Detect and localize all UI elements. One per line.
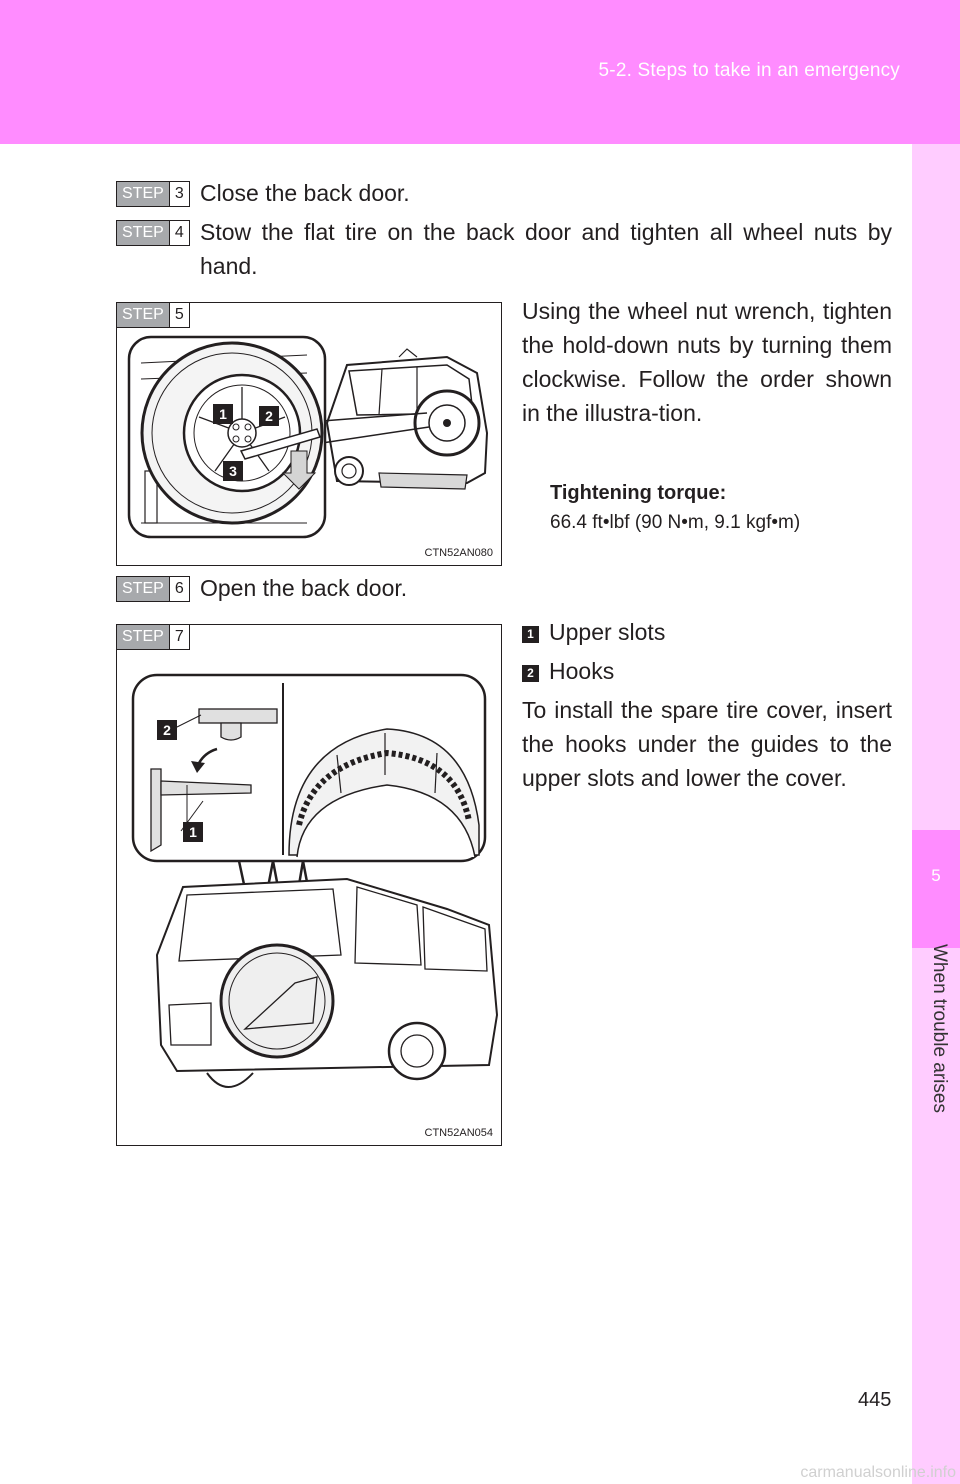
legend-label: Hooks	[549, 658, 615, 684]
legend-item-upper-slots: 1 Upper slots	[522, 618, 665, 646]
step-3-text: Close the back door.	[200, 180, 410, 206]
torque-heading: Tightening torque:	[550, 482, 727, 504]
step-6-text: Open the back door.	[200, 575, 408, 601]
chapter-number: 5	[931, 866, 941, 885]
spare-tire-cover-illustration	[131, 673, 499, 1088]
step-5-text: Using the wheel nut wrench, tighten the …	[522, 298, 892, 426]
section-title: 5-2. Steps to take in an emergency	[598, 60, 900, 81]
figure-code: CTN52AN054	[424, 1127, 493, 1139]
spare-tire-illustration	[127, 335, 489, 539]
chapter-side-tab	[912, 144, 960, 1484]
legend-label: Upper slots	[549, 619, 666, 645]
chapter-tab-active[interactable]	[912, 830, 960, 948]
figure-badge-slot: 1	[183, 822, 203, 842]
figure-badge-2: 2	[259, 406, 279, 426]
legend-badge-1: 1	[522, 626, 539, 643]
legend-badge-2: 2	[522, 665, 539, 682]
torque-value: 66.4 ft•lbf (90 N•m, 9.1 kgf•m)	[550, 512, 801, 533]
step-4-text: Stow the flat tire on the back door and …	[200, 219, 892, 279]
step-7-text: To install the spare tire cover, insert …	[522, 697, 892, 791]
watermark[interactable]: carmanualsonline.info	[800, 1464, 956, 1481]
chapter-label: When trouble arises	[929, 944, 950, 1113]
figure-code: CTN52AN080	[424, 547, 493, 559]
figure-badge-1: 1	[213, 404, 233, 424]
page-header: 5-2. Steps to take in an emergency	[0, 0, 960, 144]
page-number: 445	[858, 1389, 892, 1411]
figure-badge-hook: 2	[157, 720, 177, 740]
legend-item-hooks: 2 Hooks	[522, 657, 614, 685]
figure-badge-3: 3	[223, 461, 243, 481]
